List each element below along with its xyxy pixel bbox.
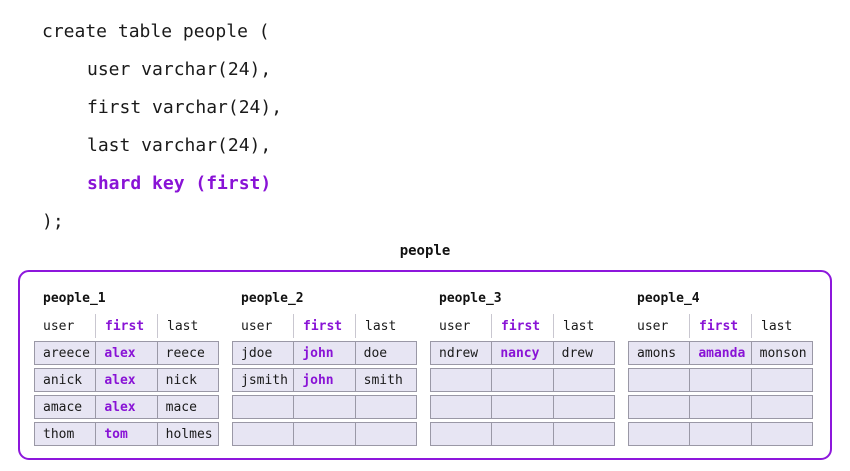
column-header-last: last	[355, 314, 417, 338]
table-cell	[233, 423, 293, 445]
column-header-user: user	[637, 318, 669, 334]
column-header-last: last	[751, 314, 813, 338]
column-header-last: last	[157, 314, 219, 338]
sql-code-block: create table people ( user varchar(24), fi…	[42, 13, 282, 241]
column-header-first: first	[689, 314, 751, 338]
table-cell	[552, 369, 614, 391]
table-cell	[431, 396, 491, 418]
table-cell: amons	[637, 345, 677, 361]
logical-table-title: people	[399, 243, 451, 259]
table-cell	[354, 396, 416, 418]
code-line: );	[42, 211, 64, 232]
table-cell: john	[293, 342, 354, 364]
column-header-last: last	[553, 314, 615, 338]
table-cell: nancy	[491, 342, 552, 364]
table-cell	[629, 396, 689, 418]
table-cell: smith	[354, 369, 416, 391]
table-row	[430, 368, 615, 392]
table-cell: jdoe	[241, 345, 273, 361]
table-cell	[552, 423, 614, 445]
table-row	[628, 395, 813, 419]
table-cell: jsmith	[241, 372, 288, 388]
table-cell: amanda	[689, 342, 750, 364]
table-cell: amace	[43, 399, 83, 415]
code-line: user varchar(24),	[87, 59, 272, 80]
table-cell: monson	[750, 342, 812, 364]
table-cell	[629, 423, 689, 445]
table-cell: tom	[95, 423, 156, 445]
column-header-user: user	[43, 318, 75, 334]
table-cell: doe	[354, 342, 416, 364]
table-row	[232, 422, 417, 446]
shard-table-name: people_1	[43, 291, 106, 306]
table-cell: anick	[43, 372, 83, 388]
table-cell	[354, 423, 416, 445]
table-cell	[552, 396, 614, 418]
table-cell	[750, 396, 812, 418]
table-cell	[293, 396, 354, 418]
table-cell	[750, 369, 812, 391]
table-cell	[293, 423, 354, 445]
code-line: first varchar(24),	[87, 97, 283, 118]
table-cell: drew	[552, 342, 614, 364]
shard-table-name: people_3	[439, 291, 502, 306]
code-line: last varchar(24),	[87, 135, 272, 156]
table-cell	[689, 369, 750, 391]
table-cell	[629, 369, 689, 391]
table-cell: mace	[156, 396, 218, 418]
column-header-first: first	[293, 314, 355, 338]
code-line: create table people (	[42, 21, 270, 42]
shard-table-name: people_2	[241, 291, 304, 306]
table-cell	[233, 396, 293, 418]
table-cell: reece	[156, 342, 218, 364]
table-cell: nick	[156, 369, 218, 391]
table-cell: alex	[95, 396, 156, 418]
table-row	[430, 395, 615, 419]
code-line-shard-key: shard key (first)	[87, 173, 272, 194]
table-row	[628, 422, 813, 446]
table-cell: ndrew	[439, 345, 479, 361]
column-header-first: first	[95, 314, 157, 338]
column-header-user: user	[439, 318, 471, 334]
table-cell: areece	[43, 345, 90, 361]
table-cell: holmes	[156, 423, 218, 445]
table-row	[232, 395, 417, 419]
shard-table-name: people_4	[637, 291, 700, 306]
table-row	[628, 368, 813, 392]
table-cell	[689, 423, 750, 445]
table-cell: thom	[43, 426, 75, 442]
table-cell	[431, 369, 491, 391]
table-cell	[750, 423, 812, 445]
table-row	[430, 422, 615, 446]
table-cell	[689, 396, 750, 418]
table-cell: john	[293, 369, 354, 391]
table-cell	[431, 423, 491, 445]
table-cell: alex	[95, 342, 156, 364]
table-cell	[491, 369, 552, 391]
table-cell	[491, 396, 552, 418]
table-cell	[491, 423, 552, 445]
column-header-first: first	[491, 314, 553, 338]
table-cell: alex	[95, 369, 156, 391]
column-header-user: user	[241, 318, 273, 334]
